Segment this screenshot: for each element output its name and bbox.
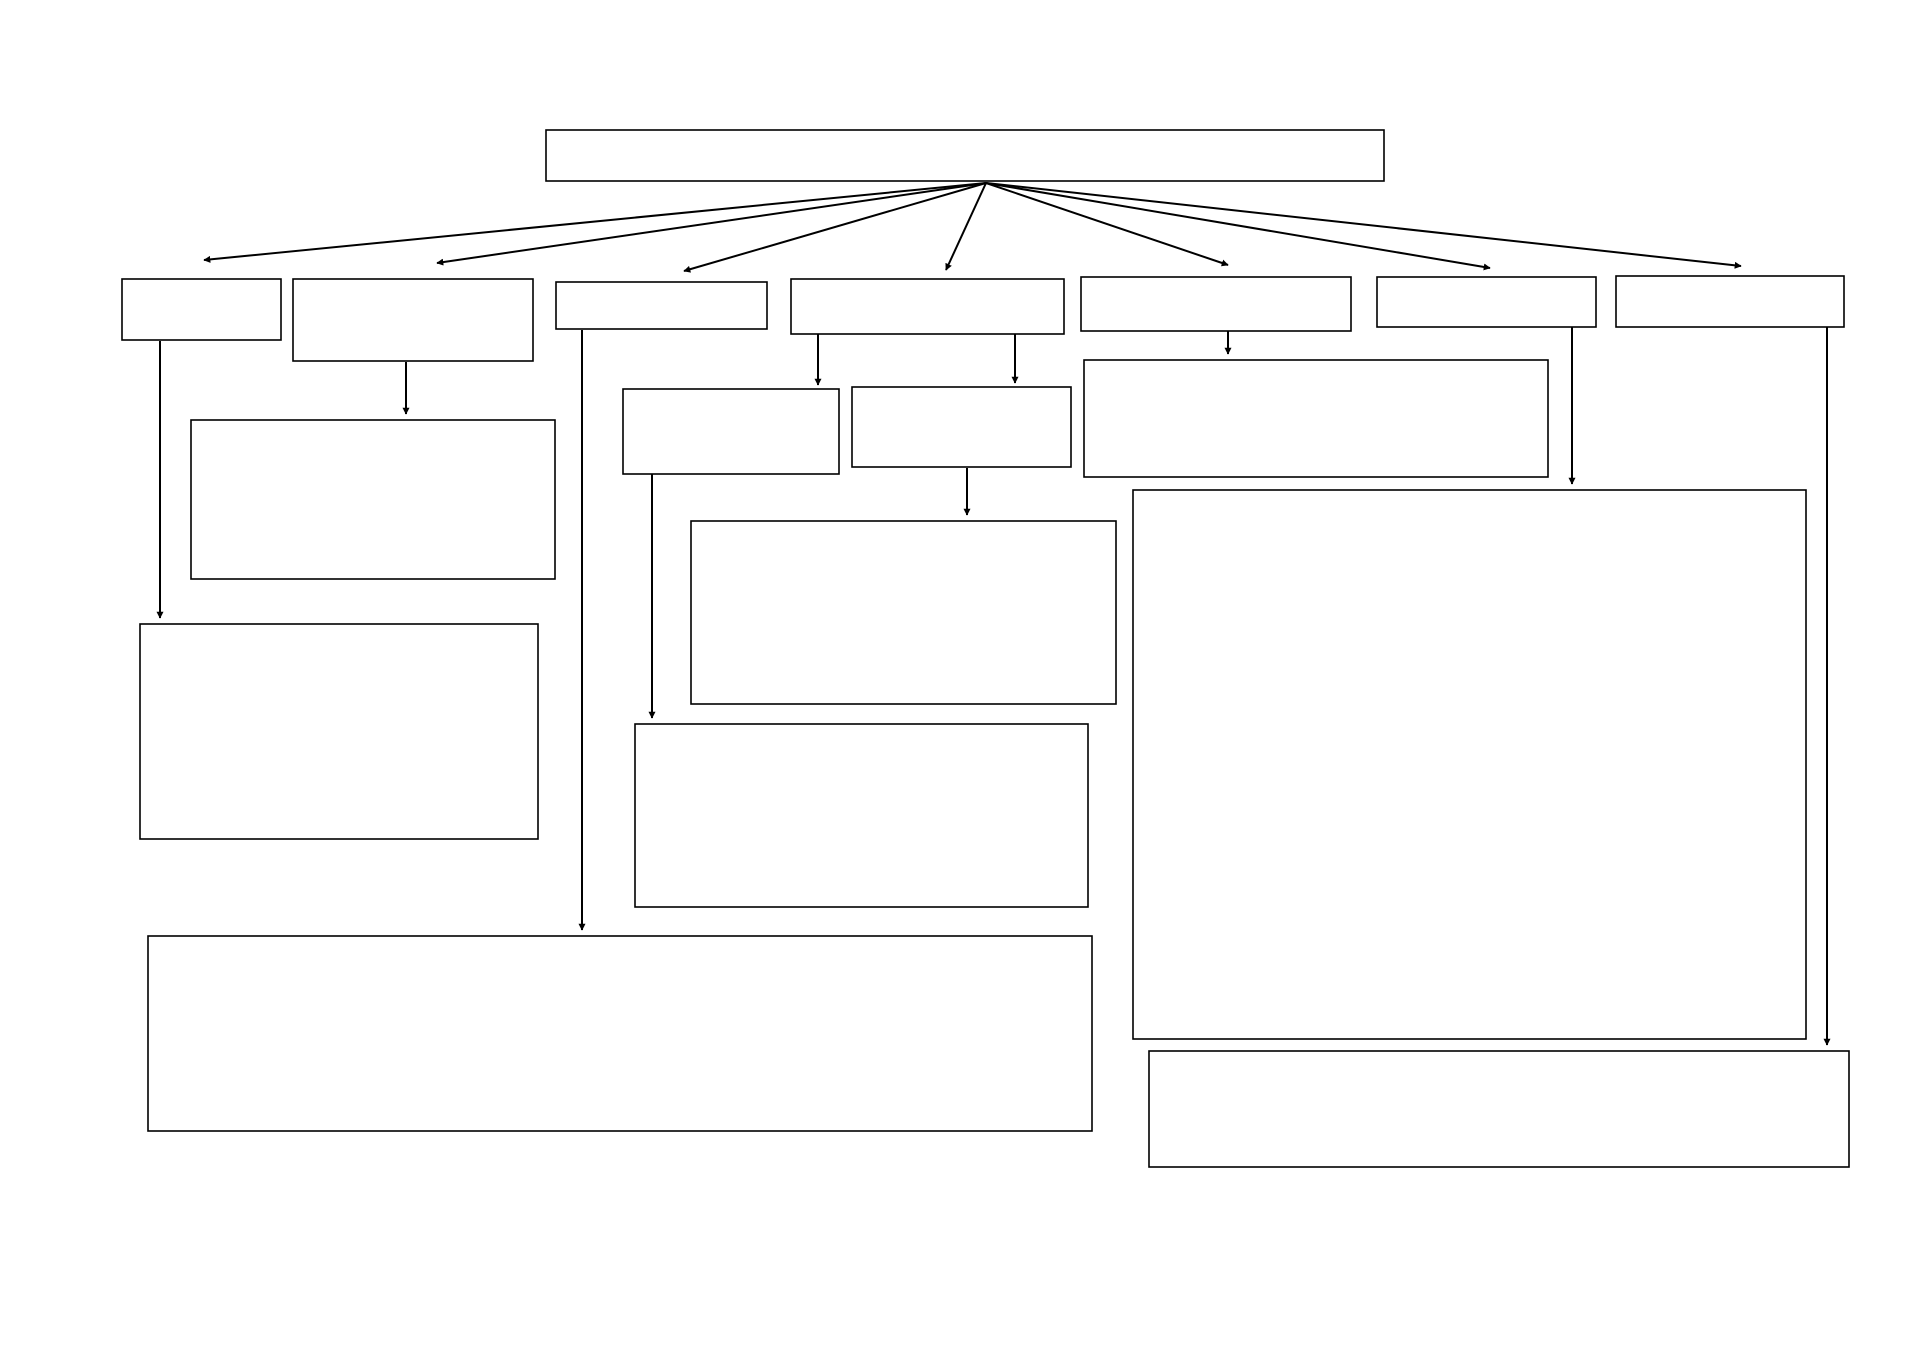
boxes: [121, 129, 1850, 1168]
arrow-root-to-branch-6: [985, 182, 1491, 271]
box-branch-4-sub-b-detail: [690, 520, 1117, 705]
box-frame: [690, 520, 1117, 705]
box-frame: [555, 281, 768, 330]
arrow-root-to-branch-2: [436, 182, 987, 266]
arrow-root-to-branch-7: [985, 182, 1742, 269]
box-branch-5-detail: [1083, 359, 1549, 478]
box-branch-3-detail: [147, 935, 1093, 1132]
box-branch-1: [121, 278, 282, 341]
connectors: [156, 182, 1831, 1046]
box-frame: [1148, 1050, 1850, 1168]
box-frame: [139, 623, 539, 840]
box-frame: [292, 278, 534, 362]
box-frame: [1080, 276, 1352, 332]
box-frame: [147, 935, 1093, 1132]
arrow-root-to-branch-4: [945, 182, 987, 271]
box-frame: [190, 419, 556, 580]
box-branch-6: [1376, 276, 1597, 328]
box-branch-2-detail: [190, 419, 556, 580]
box-root: [545, 129, 1385, 182]
box-branch-7-detail: [1148, 1050, 1850, 1168]
box-branch-1-detail: [139, 623, 539, 840]
box-branch-6-detail: [1132, 489, 1807, 1040]
box-frame: [634, 723, 1089, 908]
box-frame: [790, 278, 1065, 335]
box-branch-4: [790, 278, 1065, 335]
box-branch-4-sub-a-detail: [634, 723, 1089, 908]
box-frame: [1083, 359, 1549, 478]
box-branch-4-sub-a: [622, 388, 840, 475]
box-frame: [545, 129, 1385, 182]
box-branch-7: [1615, 275, 1845, 328]
box-branch-2: [292, 278, 534, 362]
box-frame: [622, 388, 840, 475]
box-frame: [1132, 489, 1807, 1040]
arrow-root-to-branch-1: [203, 182, 987, 263]
box-branch-3: [555, 281, 768, 330]
box-branch-4-sub-b: [851, 386, 1072, 468]
box-frame: [1376, 276, 1597, 328]
box-frame: [1615, 275, 1845, 328]
box-frame: [851, 386, 1072, 468]
box-frame: [121, 278, 282, 341]
box-branch-5: [1080, 276, 1352, 332]
arrow-root-to-branch-5: [985, 182, 1229, 267]
arrow-root-to-branch-3: [683, 182, 987, 273]
